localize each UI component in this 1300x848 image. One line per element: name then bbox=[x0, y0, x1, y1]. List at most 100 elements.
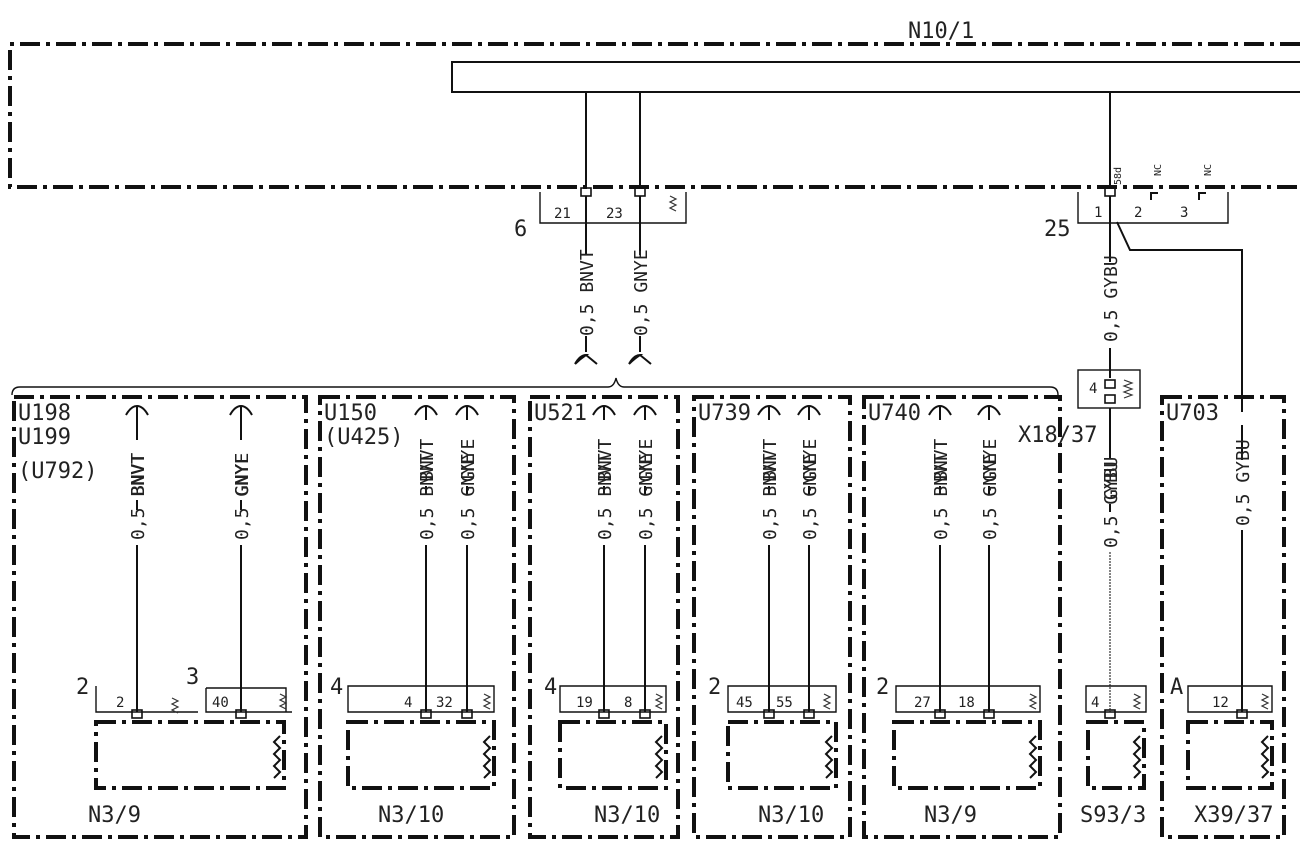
wire-label-gauge: 0,5 GNYE bbox=[232, 453, 253, 540]
wire-break-icon bbox=[928, 404, 952, 418]
variant-boxes bbox=[12, 395, 1286, 839]
shield-icon bbox=[1028, 735, 1038, 779]
x18-37-pin-socket bbox=[1104, 394, 1116, 404]
unit-internal-bus bbox=[451, 61, 1300, 93]
component-names: N3/9 N3/10 N3/10 N3/10 N3/9 S93/3 X39/37 bbox=[88, 803, 1273, 828]
shield-icon bbox=[272, 735, 282, 779]
shield-icon bbox=[1260, 735, 1270, 779]
connector-25-housing bbox=[1077, 192, 1229, 224]
variant-code: U199 bbox=[18, 425, 71, 450]
nc-stub-3 bbox=[1198, 192, 1206, 200]
connector-label: 4 bbox=[544, 675, 557, 700]
pin-label: 4 bbox=[404, 695, 412, 711]
pin-socket bbox=[1236, 709, 1248, 719]
variant-code: U739 bbox=[698, 401, 751, 426]
variant-box-5 bbox=[862, 395, 1062, 839]
wire-label-short: GYBU bbox=[1101, 457, 1122, 500]
pin-label: 8 bbox=[624, 695, 632, 711]
shield-icon bbox=[278, 693, 288, 710]
variant-box-1 bbox=[12, 395, 308, 839]
wire-label-short: GNYE bbox=[980, 439, 1001, 482]
pin-23-label: 23 bbox=[606, 206, 623, 222]
shield-icon bbox=[654, 735, 664, 779]
trunk-wires: 0,5 BNVT 0,5 GNYE bbox=[574, 196, 652, 365]
pin-socket bbox=[131, 709, 143, 719]
shield-icon bbox=[482, 735, 492, 779]
wire-break-icon bbox=[977, 404, 1001, 418]
pin-label: 18 bbox=[958, 695, 975, 711]
branch-wires: BNVT 0,5 BNVT GNYE 0,5 GNYE BNVT 0,5 BNV… bbox=[125, 404, 1001, 712]
wire-label-gauge: 0,5 BNVT bbox=[595, 453, 616, 540]
unit-boundary bbox=[8, 42, 1300, 189]
connector-6: 6 21 23 bbox=[514, 187, 687, 242]
trunk-gnye-label: 0,5 GNYE bbox=[631, 249, 652, 336]
wire-label-short: BNVT bbox=[128, 452, 149, 496]
connector-label: 4 bbox=[330, 675, 343, 700]
gybu-circuit: 0,5 GYBU 4 X18/37 GYBU 0,5 GYBU 0,5 GYBU bbox=[1018, 196, 1254, 712]
pin-socket bbox=[598, 709, 610, 719]
trunk-gnye-break bbox=[628, 353, 652, 365]
component-body-n3-9 bbox=[94, 720, 286, 790]
component-body-n3-10 bbox=[558, 720, 668, 790]
pin-socket bbox=[763, 709, 775, 719]
gybu-branch-to-x39 bbox=[1116, 221, 1243, 412]
pin-label: 45 bbox=[736, 695, 753, 711]
x18-37-label: X18/37 bbox=[1018, 423, 1097, 448]
wire-label-gauge: 0,5 BNVT bbox=[760, 453, 781, 540]
component-body-x39-37 bbox=[1186, 720, 1274, 790]
n10-1-unit: N10/1 58d NC NC bbox=[8, 19, 1300, 200]
variant-code: U703 bbox=[1166, 401, 1219, 426]
variant-box-2 bbox=[318, 395, 516, 839]
wire-break-icon bbox=[633, 404, 657, 418]
component-body-n3-9 bbox=[892, 720, 1042, 790]
component-body-n3-10 bbox=[346, 720, 496, 790]
wire-break-icon bbox=[125, 404, 149, 418]
variant-code: U150 bbox=[324, 401, 377, 426]
component-connectors: 2 2 3 40 4 4 32 4 19 8 2 45 55 2 27 bbox=[76, 665, 1273, 719]
pin-label: 4 bbox=[1091, 695, 1099, 711]
trunk-bnvt-label: 0,5 BNVT bbox=[577, 249, 598, 336]
pin-socket bbox=[461, 709, 473, 719]
wire-label-gauge: 0,5 GYBU bbox=[1233, 439, 1254, 526]
shield-icon bbox=[170, 697, 180, 714]
wire-label-short: BNVT bbox=[417, 438, 438, 482]
trunk-bnvt-break bbox=[574, 353, 598, 365]
wire-label-short: BNVT bbox=[931, 438, 952, 482]
nc-label-3: NC bbox=[1203, 164, 1214, 176]
shield-icon bbox=[1260, 693, 1270, 710]
variant-code: (U792) bbox=[18, 459, 97, 484]
wire-label-short: GNYE bbox=[458, 439, 479, 482]
shield-icon bbox=[1132, 693, 1142, 710]
component-body-n3-10 bbox=[726, 720, 838, 790]
pin-58d-label: 58d bbox=[1113, 167, 1124, 185]
nc-label-2: NC bbox=[1153, 164, 1164, 176]
wire-break-icon bbox=[414, 404, 438, 418]
pin-3-label: 3 bbox=[1180, 205, 1188, 221]
connector-label: 2 bbox=[76, 675, 89, 700]
wire-label-short: GNYE bbox=[636, 439, 657, 482]
pin-label: 2 bbox=[116, 695, 124, 711]
connector-25-label: 25 bbox=[1044, 217, 1071, 242]
pin-socket bbox=[639, 709, 651, 719]
wire-label-gauge: 0,5 GNYE bbox=[636, 453, 657, 540]
variant-box-7 bbox=[1160, 395, 1286, 839]
unit-label: N10/1 bbox=[908, 19, 974, 44]
distribution-brace bbox=[11, 377, 1059, 396]
pin-21-label: 21 bbox=[554, 206, 571, 222]
pin-socket bbox=[983, 709, 995, 719]
variant-code: U521 bbox=[534, 401, 587, 426]
nc-stub-2 bbox=[1150, 192, 1158, 200]
connector-label: 2 bbox=[876, 675, 889, 700]
pin-socket bbox=[1104, 709, 1116, 719]
shield-icon bbox=[1028, 693, 1038, 710]
x18-37-pin-socket bbox=[1104, 379, 1116, 389]
wire-label-gauge: 0,5 GNYE bbox=[458, 453, 479, 540]
pin-label: 40 bbox=[212, 695, 229, 711]
wire-break-icon bbox=[455, 404, 479, 418]
wire-label-gauge: 0,5 GYBU bbox=[1101, 461, 1122, 548]
component-body-s93-3 bbox=[1086, 720, 1146, 790]
wire-label-short: BNVT bbox=[595, 438, 616, 482]
variant-code: U198 bbox=[18, 401, 71, 426]
component-name: N3/10 bbox=[758, 803, 824, 828]
